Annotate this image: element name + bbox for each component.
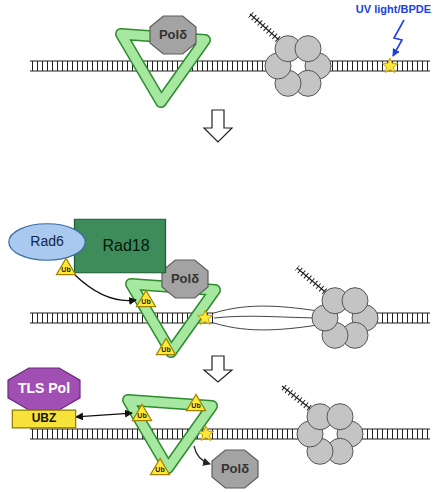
node-text: UBZ [32,412,57,425]
connector-arrow [76,413,132,417]
ubiquitin-triangle: Ub [56,258,76,275]
node-text: Ub [155,466,164,474]
dna-strand [318,60,430,61]
step-arrow [204,356,232,382]
ubiquitin-triangle: Ub [132,404,152,421]
ubiquitin-triangle: Ub [136,290,156,307]
rad6-ellipse: Rad6 [8,223,86,261]
pol-delta-octagon: Polδ [150,16,196,54]
ubz-box: UBZ [12,410,76,428]
unwound-ssdna [214,306,325,330]
ubiquitin-triangle: Ub [156,338,176,355]
helicase [297,404,363,465]
ubiquitin-triangle: Ub [150,458,170,475]
node-text: Polδ [159,28,187,42]
ssdna-line [214,316,325,318]
rectangle [74,219,165,272]
dna-strand [30,428,310,429]
release-arrow [194,446,210,464]
triangle [136,290,155,306]
octagon [212,450,258,488]
dna-lesion [198,426,213,440]
ssdna-line [214,323,325,330]
dna-strand [30,438,310,439]
dna-lesion [382,58,397,72]
node-text: Ub [141,298,150,306]
dna-lesion [197,310,212,324]
triangle [150,458,169,474]
rectangle [12,410,75,428]
node-text: Rad6 [30,234,63,249]
node-text: Ub [137,412,146,420]
node-text: Rad18 [102,237,149,255]
rad18-box: Rad18 [74,219,166,273]
triangle [186,394,205,410]
helicase-subunit [342,288,368,314]
node-text: Polδ [221,462,249,476]
dna-strand [318,70,430,71]
dna-rungs [30,429,310,439]
pol-delta-octagon: Polδ [212,450,258,488]
dna-duplex [30,429,430,439]
octagon [150,16,196,54]
helicase [265,36,331,97]
ubiquitin-triangle: Ub [186,394,206,411]
dna-strand [30,60,278,61]
connector-arrow [75,275,136,301]
helicase-subunit [295,36,321,62]
node-text: Ub [191,402,200,410]
triangle [56,258,75,274]
pol-delta-octagon: Polδ [162,260,208,298]
dna-duplex [30,61,430,71]
dna-rungs [318,61,430,71]
helicase-subunit [327,404,353,430]
triangle [132,404,151,420]
octagon [162,260,208,298]
uv-bolt [393,20,404,56]
octagon [8,368,80,410]
step-arrow [204,110,232,142]
helicase [312,288,378,349]
node-text: TLS Pol [18,381,70,396]
triangle [156,338,175,354]
dna-rungs [30,61,278,71]
node-text: Ub [61,266,70,274]
ssdna-line [214,306,325,313]
dna-strand [30,70,278,71]
ellipse [9,224,85,260]
dna-strand [30,312,214,313]
node-text: Ub [161,346,170,354]
node-text: Polδ [171,272,199,286]
stimulus-label: UV light/BPDE [356,3,431,15]
tls-pol-octagon: TLS Pol [8,368,80,410]
